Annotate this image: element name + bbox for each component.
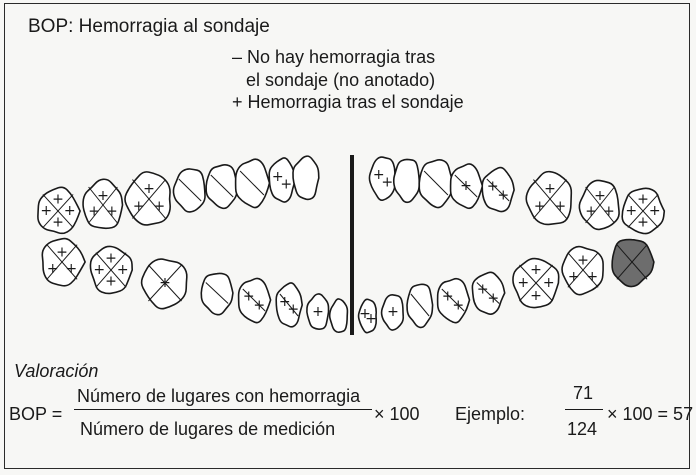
upper-tooth-10	[394, 159, 419, 202]
tooth-outline	[201, 273, 233, 314]
lower-tooth-11	[407, 284, 433, 327]
bleeding-plus-mark: +	[56, 245, 68, 261]
bleeding-plus-mark: +	[625, 203, 637, 219]
upper-tooth-5	[206, 165, 238, 209]
bleeding-plus-mark: +	[603, 204, 615, 220]
upper-tooth-8	[293, 156, 319, 199]
bleeding-plus-mark: +	[312, 304, 324, 320]
example-numerator: 71	[573, 383, 593, 404]
bleeding-plus-mark: +	[530, 288, 542, 304]
upper-tooth-12: +	[451, 164, 483, 208]
upper-tooth-15: +++	[579, 180, 619, 229]
bleeding-plus-mark: +	[381, 174, 393, 190]
tooth-outline	[173, 169, 205, 212]
example-label: Ejemplo:	[455, 404, 525, 425]
bleeding-plus-mark: +	[40, 203, 52, 219]
lower-tooth-3: +	[142, 259, 187, 309]
formula-denominator: Número de lugares de medición	[80, 419, 335, 440]
bleeding-plus-mark: +	[97, 188, 109, 204]
lower-tooth-4	[201, 273, 233, 314]
lower-tooth-15: +++	[562, 247, 603, 295]
bleeding-plus-mark: +	[280, 176, 292, 192]
bleeding-plus-mark: +	[105, 274, 117, 290]
bleeding-plus-mark: +	[387, 304, 399, 320]
bleeding-plus-mark: +	[52, 191, 64, 207]
bleeding-plus-mark: +	[117, 262, 129, 278]
bleeding-plus-mark: +	[93, 262, 105, 278]
bleeding-plus-mark: +	[153, 199, 165, 215]
upper-tooth-9: ++	[369, 157, 394, 200]
bleeding-plus-mark: +	[52, 215, 64, 231]
example-denominator: 124	[567, 419, 597, 440]
bleeding-plus-mark: +	[159, 275, 171, 291]
upper-tooth-14: + + +	[526, 172, 571, 225]
bleeding-plus-mark: +	[637, 215, 649, 231]
bleeding-plus-mark: +	[543, 275, 555, 291]
upper-tooth-13: ++	[482, 168, 514, 212]
upper-tooth-1: ++++	[38, 187, 80, 233]
lower-tooth-6: ++	[276, 283, 302, 327]
lower-tooth-13: ++	[472, 272, 504, 314]
lower-tooth-9: ++	[359, 299, 377, 332]
bleeding-plus-mark: +	[253, 297, 265, 313]
bleeding-plus-mark: +	[487, 290, 499, 306]
upper-tooth-7: ++	[269, 158, 295, 202]
bleeding-plus-mark: +	[554, 199, 566, 215]
lower-arch: +++++++++++++++++++++++++++	[42, 239, 654, 333]
formula-fraction-bar	[74, 409, 372, 410]
lower-tooth-8	[330, 299, 348, 332]
upper-tooth-16: ++++	[622, 188, 664, 233]
bleeding-plus-mark: +	[586, 269, 598, 285]
bleeding-plus-mark: +	[452, 297, 464, 313]
bleeding-plus-mark: +	[287, 301, 299, 317]
upper-tooth-4	[173, 169, 205, 212]
example-fraction-bar	[565, 409, 603, 410]
bleeding-plus-mark: +	[64, 203, 76, 219]
bleeding-plus-mark: +	[530, 262, 542, 278]
lower-tooth-2: ++++	[90, 246, 132, 293]
bleeding-plus-mark: +	[497, 187, 509, 203]
upper-tooth-2: +++	[83, 179, 122, 228]
lower-tooth-7: +	[307, 294, 329, 329]
bleeding-plus-mark: +	[577, 253, 589, 269]
bleeding-plus-mark: +	[65, 261, 77, 277]
bleeding-plus-mark: +	[585, 204, 597, 220]
upper-tooth-3: + + +	[125, 172, 170, 225]
bleeding-plus-mark: +	[637, 191, 649, 207]
bleeding-plus-mark: +	[365, 311, 377, 327]
bleeding-plus-mark: +	[47, 261, 59, 277]
bleeding-plus-mark: +	[534, 199, 546, 215]
bleeding-plus-mark: +	[143, 181, 155, 197]
lower-tooth-16	[612, 240, 654, 287]
upper-tooth-11	[419, 160, 453, 208]
tooth-outline	[330, 299, 348, 332]
bleeding-plus-mark: +	[88, 204, 100, 220]
bleeding-plus-mark: +	[460, 178, 472, 194]
bleeding-plus-mark: +	[106, 204, 118, 220]
bop-label: BOP =	[9, 404, 62, 425]
bleeding-plus-mark: +	[649, 203, 661, 219]
tooth-outline	[293, 156, 319, 199]
bleeding-plus-mark: +	[544, 181, 556, 197]
lower-tooth-14: ++++	[513, 259, 559, 308]
tooth-outline	[394, 159, 419, 202]
bleeding-plus-mark: +	[105, 250, 117, 266]
bleeding-plus-mark: +	[133, 199, 145, 215]
bleeding-plus-mark: +	[568, 269, 580, 285]
formula-times-100: × 100	[374, 404, 420, 425]
lower-tooth-10: +	[382, 295, 404, 330]
upper-tooth-6	[236, 159, 270, 207]
bleeding-plus-mark: +	[594, 188, 606, 204]
example-result: × 100 = 57 %	[607, 404, 696, 425]
bleeding-plus-mark: +	[517, 275, 529, 291]
formula-numerator: Número de lugares con hemorragia	[77, 386, 360, 407]
lower-tooth-12: ++	[438, 279, 470, 323]
tooth-outline	[407, 284, 433, 327]
lower-tooth-5: ++	[239, 278, 271, 322]
lower-tooth-1: +++	[42, 239, 85, 286]
valoracion-heading: Valoración	[14, 361, 98, 382]
